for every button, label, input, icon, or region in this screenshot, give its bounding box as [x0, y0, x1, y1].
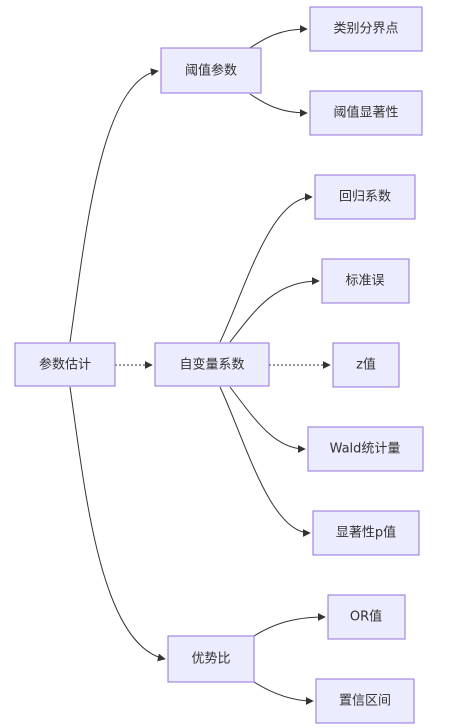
- node-p-value[interactable]: 显著性p值: [312, 510, 420, 556]
- edge-coef-reg-coef: [219, 193, 313, 343]
- node-or-value[interactable]: OR值: [327, 594, 406, 640]
- edge-root-oddsratio: [69, 386, 166, 662]
- node-oddsratio-label: 优势比: [191, 651, 230, 667]
- edge-threshold-thresh-sig: [249, 93, 308, 117]
- edge-oddsratio-ci: [253, 681, 314, 705]
- node-z-value-label: z值: [356, 357, 376, 373]
- node-cutpoint[interactable]: 类别分界点: [309, 6, 423, 52]
- node-root-label: 参数估计: [39, 357, 91, 373]
- node-reg-coef[interactable]: 回归系数: [314, 174, 416, 220]
- node-thresh-sig-label: 阈值显著性: [333, 105, 398, 121]
- edge-coef-wald: [229, 386, 306, 453]
- node-ci-label: 置信区间: [339, 694, 391, 709]
- node-p-value-label: 显著性p值: [336, 525, 396, 541]
- node-threshold-label: 阈值参数: [185, 63, 237, 79]
- edge-root-threshold: [69, 68, 159, 343]
- node-root[interactable]: 参数估计: [14, 342, 116, 387]
- node-cutpoint-label: 类别分界点: [333, 22, 398, 37]
- edge-threshold-cutpoint: [249, 25, 308, 49]
- node-std-err-label: 标准误: [345, 274, 384, 289]
- edge-oddsratio-or-value: [253, 613, 326, 637]
- node-reg-coef-label: 回归系数: [339, 190, 391, 205]
- node-z-value[interactable]: z值: [332, 342, 400, 388]
- edges-group: [69, 25, 331, 705]
- node-threshold[interactable]: 阈值参数: [160, 47, 262, 94]
- edge-coef-std-err: [229, 277, 320, 343]
- node-thresh-sig[interactable]: 阈值显著性: [309, 90, 423, 136]
- node-coef-label: 自变量系数: [179, 357, 244, 373]
- node-wald[interactable]: Wald统计量: [307, 426, 424, 472]
- edge-coef-p-value: [219, 386, 311, 537]
- node-oddsratio[interactable]: 优势比: [167, 635, 255, 683]
- node-wald-label: Wald统计量: [330, 442, 401, 457]
- node-std-err[interactable]: 标准误: [321, 258, 410, 304]
- node-coef[interactable]: 自变量系数: [154, 342, 270, 387]
- node-ci[interactable]: 置信区间: [315, 678, 415, 724]
- node-or-value-label: OR值: [350, 609, 382, 625]
